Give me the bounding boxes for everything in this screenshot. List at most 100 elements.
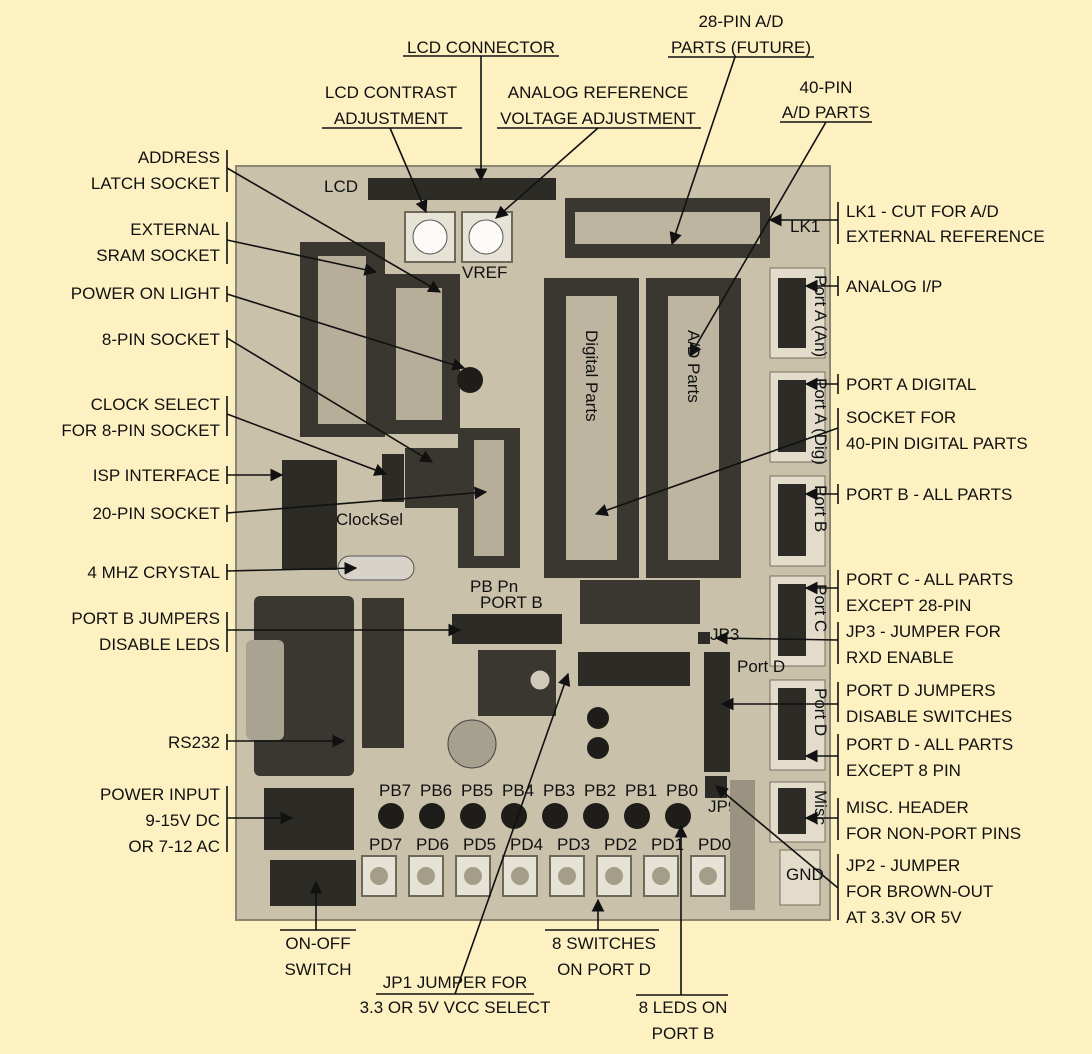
- socket-8pin: [405, 448, 465, 508]
- silk-lcd: LCD: [324, 177, 358, 196]
- leader-jp1: [454, 672, 571, 995]
- silk-port-a-dig: Port A (Dig): [811, 378, 830, 465]
- rs232-driver-ic: [362, 598, 404, 748]
- label-jp1-2: 3.3 OR 5V VCC SELECT: [360, 998, 551, 1017]
- onoff-switch-body[interactable]: [270, 860, 356, 906]
- switch-label: PD1: [651, 835, 684, 854]
- label-power-input-3: OR 7-12 AC: [128, 837, 220, 856]
- switch-label: PD5: [463, 835, 496, 854]
- switch-label: PD0: [698, 835, 731, 854]
- label-leds-1: 8 LEDS ON: [639, 998, 728, 1017]
- label-28pin-1: 28-PIN A/D: [698, 12, 783, 31]
- leader-40pin: [689, 121, 827, 358]
- power-jack[interactable]: [264, 788, 354, 850]
- led-pb0: [665, 803, 691, 829]
- max232-chip: [578, 652, 690, 686]
- silk-port-a-an: Port A (An): [811, 275, 830, 357]
- label-40pin-1: 40-PIN: [800, 78, 853, 97]
- leader-28pin: [669, 56, 736, 246]
- led-pb5: [460, 803, 486, 829]
- jp3-jumper[interactable]: [698, 632, 710, 644]
- label-jp1-1: JP1 JUMPER FOR: [383, 973, 528, 992]
- switch-button-icon: [699, 867, 717, 885]
- leader-jp3: [714, 631, 839, 645]
- label-lcd-contrast-1: LCD CONTRAST: [325, 83, 457, 102]
- label-lcd-connector-1: LCD CONNECTOR: [407, 38, 555, 57]
- switch-button-icon: [370, 867, 388, 885]
- leader-clock-select: [226, 413, 388, 476]
- switch-button-icon: [464, 867, 482, 885]
- label-40pin-2: A/D PARTS: [782, 103, 870, 122]
- jp1-jumper[interactable]: [529, 669, 551, 691]
- led-label: PB7: [379, 781, 411, 800]
- label-portc-2: EXCEPT 28-PIN: [846, 596, 971, 615]
- gnd-terminal: [779, 849, 821, 906]
- label-jp2-3: AT 3.3V OR 5V: [846, 908, 962, 927]
- switch-label: PD3: [557, 835, 590, 854]
- switch-button-icon: [558, 867, 576, 885]
- silk-gnd: GND: [786, 865, 824, 884]
- switch-button-icon: [511, 867, 529, 885]
- silk-digital-parts: Digital Parts: [582, 330, 601, 422]
- led-pb1: [624, 803, 650, 829]
- label-lcd-contrast-2: ADJUSTMENT: [334, 109, 448, 128]
- led-pb3: [542, 803, 568, 829]
- label-analog-ref-2: VOLTAGE ADJUSTMENT: [500, 109, 696, 128]
- label-crystal: 4 MHZ CRYSTAL: [87, 563, 220, 582]
- isp-header[interactable]: [282, 460, 337, 570]
- led-pb2: [583, 803, 609, 829]
- label-portd-all-1: PORT D - ALL PARTS: [846, 735, 1013, 754]
- label-analog-ip: ANALOG I/P: [846, 277, 942, 296]
- leader-crystal: [226, 561, 358, 575]
- lcd-connector-header: [368, 178, 556, 200]
- clock-select-jumper[interactable]: [382, 454, 404, 502]
- label-switches-1: 8 SWITCHES: [552, 934, 656, 953]
- silk-vref: VREF: [462, 263, 507, 282]
- label-external-sram-2: SRAM SOCKET: [96, 246, 220, 265]
- port-d-jumper-block[interactable]: [704, 652, 730, 772]
- switch-button-icon: [605, 867, 623, 885]
- switch-pd2[interactable]: [596, 855, 632, 897]
- switch-pd1[interactable]: [643, 855, 679, 897]
- address-latch-slot: [318, 256, 366, 424]
- led-label: PB1: [625, 781, 657, 800]
- pins-port-c: [778, 584, 806, 656]
- leader-analog-ref: [495, 127, 599, 219]
- switch-pd0[interactable]: [690, 855, 726, 897]
- label-lk1-2: EXTERNAL REFERENCE: [846, 227, 1045, 246]
- label-portd-jumpers-1: PORT D JUMPERS: [846, 681, 996, 700]
- vref-knob: [468, 219, 504, 255]
- lcd-contrast-knob: [412, 219, 448, 255]
- silk-ad-parts: A/D Parts: [684, 330, 703, 403]
- label-isp: ISP INTERFACE: [93, 466, 220, 485]
- led-pb6: [419, 803, 445, 829]
- label-onoff-1: ON-OFF: [285, 934, 350, 953]
- switch-button-icon: [417, 867, 435, 885]
- label-external-sram-1: EXTERNAL: [130, 220, 220, 239]
- port-b-jumper-block[interactable]: [452, 614, 562, 644]
- label-8pin: 8-PIN SOCKET: [102, 330, 220, 349]
- switch-button-icon: [652, 867, 670, 885]
- leader-socket40: [594, 427, 839, 517]
- pins-port-b: [778, 484, 806, 556]
- switch-label: PD4: [510, 835, 543, 854]
- resistor-network: [580, 580, 700, 624]
- label-jp2-2: FOR BROWN-OUT: [846, 882, 993, 901]
- label-address-latch-2: LATCH SOCKET: [91, 174, 220, 193]
- label-address-latch-1: ADDRESS: [138, 148, 220, 167]
- silk-misc: Misc: [811, 790, 830, 825]
- leader-jp2: [715, 785, 839, 889]
- leader-address-latch: [226, 167, 442, 293]
- label-socket40-2: 40-PIN DIGITAL PARTS: [846, 434, 1028, 453]
- transistor-1: [587, 707, 609, 729]
- callout-labels: LCD CONNECTOR LCD CONTRAST ADJUSTMENT AN…: [61, 12, 1044, 1043]
- led-pb7: [378, 803, 404, 829]
- pins-port-a-digital: [778, 380, 806, 452]
- label-porta-digital: PORT A DIGITAL: [846, 375, 976, 394]
- rs232-db9-shell: [246, 640, 284, 740]
- pins-port-d: [778, 688, 806, 760]
- label-jp2-1: JP2 - JUMPER: [846, 856, 960, 875]
- silk-port-c: Port C: [811, 584, 830, 632]
